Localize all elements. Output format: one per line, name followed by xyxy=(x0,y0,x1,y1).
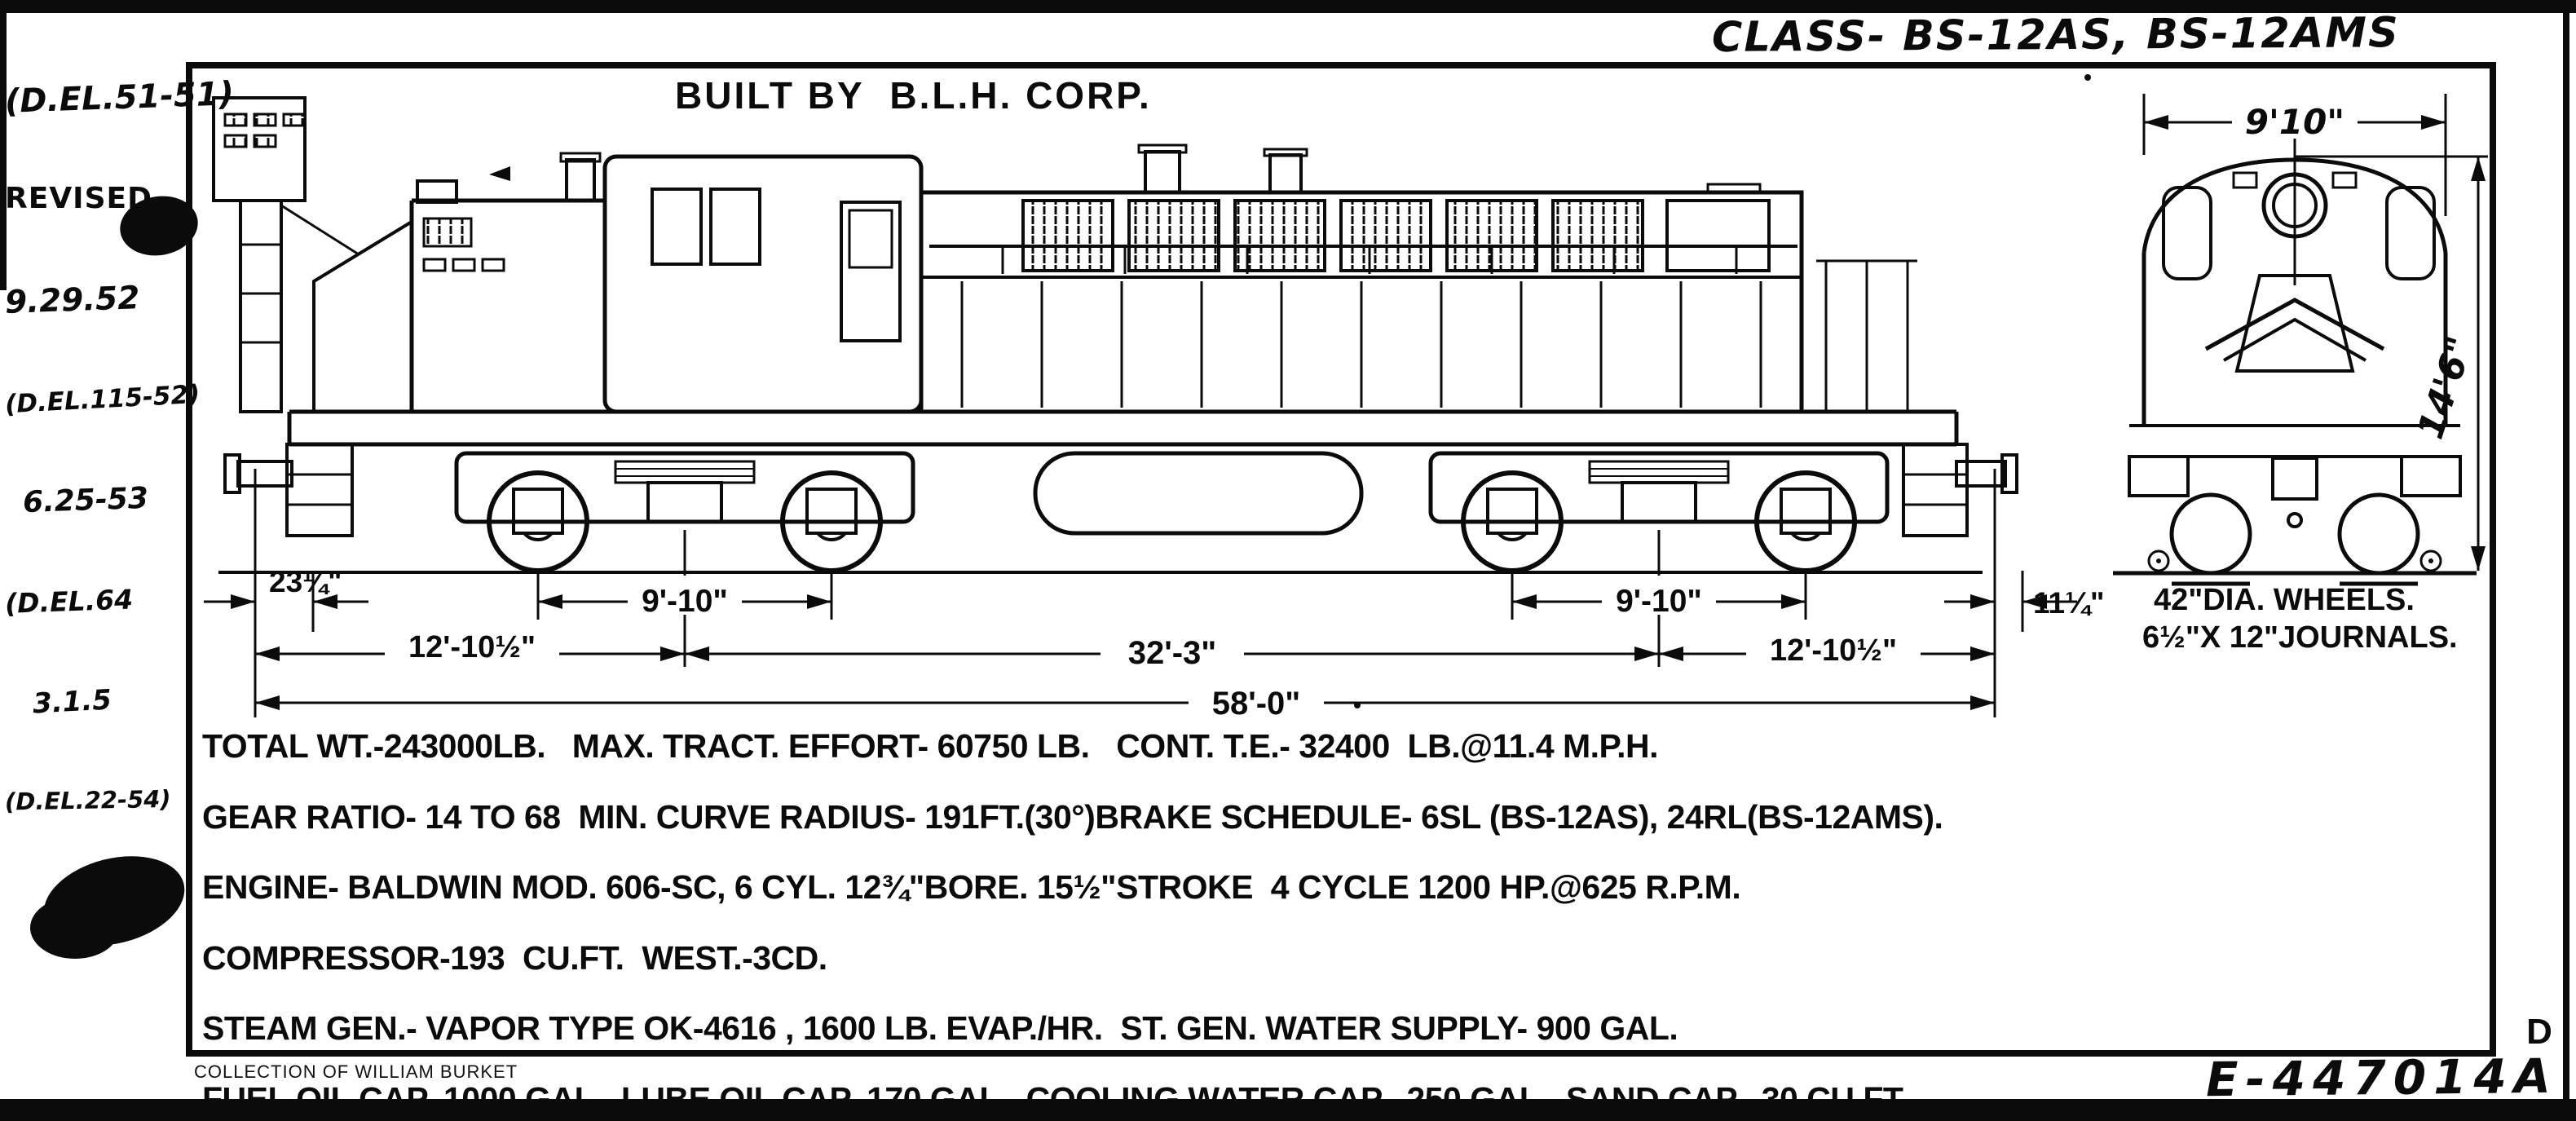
short-hood xyxy=(409,152,605,412)
pulling-face-extension-lines xyxy=(254,469,1996,717)
cab xyxy=(602,154,924,414)
right-edge-line xyxy=(2563,13,2569,1099)
step-box xyxy=(2128,455,2190,497)
rear-handrail xyxy=(1824,261,1909,412)
spec-line-gear-brake: GEAR RATIO- 14 TO 68 MIN. CURVE RADIUS- … xyxy=(202,797,1943,836)
journal-box xyxy=(805,488,858,535)
rear-coupler xyxy=(1955,460,2007,488)
class-label: CLASS- BS-12AS, BS-12AMS xyxy=(1711,9,2400,62)
spec-line-capacities: FUEL OIL CAP.-1000 GAL. LUBE OIL CAP.-17… xyxy=(202,1079,1908,1118)
dim-overall-length: 58'-0" xyxy=(1212,686,1301,722)
nose-door xyxy=(2234,274,2355,373)
fuel-tank xyxy=(1033,451,1364,536)
front-steps xyxy=(285,443,354,537)
revision-entry: 9.29.52 xyxy=(4,280,141,321)
dim-rear-overhang: 11¼" xyxy=(2033,586,2105,620)
top-border-bar xyxy=(0,0,2576,13)
ink-blot xyxy=(30,897,120,959)
windshield-window xyxy=(2385,186,2436,280)
front-truck xyxy=(454,451,915,573)
revised-label: REVISED xyxy=(5,182,152,215)
approval-initials: D C B xyxy=(2516,936,2563,1121)
specifications-block: TOTAL WT.-243000LB. MAX. TRACT. EFFORT- … xyxy=(202,696,1943,1121)
front-view-drawing xyxy=(2113,124,2477,586)
windshield-window xyxy=(2162,186,2212,280)
exhaust-stack xyxy=(1144,150,1181,194)
cab-window xyxy=(651,188,703,266)
hood-door-seams xyxy=(960,281,1762,408)
dim-front-to-truck-center: 12'-10½" xyxy=(408,630,536,664)
journal-end xyxy=(2419,549,2442,572)
revision-entry: (D.EL.115-52) xyxy=(4,379,201,420)
dim-truck-centers: 32'-3" xyxy=(1128,635,1217,671)
cab-door xyxy=(840,201,902,342)
side-view-dimensions: 23¼" 9'-10" 9'-10" 11¼" 12'-10½" 32'-3" … xyxy=(204,469,2105,722)
headlight-icon xyxy=(416,179,458,204)
wheel xyxy=(2169,492,2252,576)
vent-stack xyxy=(565,158,596,202)
underframe xyxy=(287,409,1959,447)
rear-truck xyxy=(1428,451,1890,573)
dim-truck-center-to-rear: 12'-10½" xyxy=(1770,633,1897,668)
revision-block: (D.EL.51-51) REVISED 9.29.52 (D.EL.115-5… xyxy=(4,15,235,884)
spec-line-steam-generator: STEAM GEN.- VAPOR TYPE OK-4616 , 1600 LB… xyxy=(202,1009,1678,1047)
ink-blots xyxy=(30,74,2091,959)
step-box xyxy=(2400,455,2462,497)
bottom-border-bar xyxy=(0,1099,2576,1121)
wheel xyxy=(2337,492,2420,576)
drawing-number: E-447014A xyxy=(2205,1048,2559,1108)
journal-box xyxy=(1486,488,1538,535)
inner-frame xyxy=(186,62,2496,1057)
axle-extension-lines xyxy=(536,571,1807,620)
front-steps-coupler xyxy=(223,443,354,537)
journal-box xyxy=(512,488,564,535)
exhaust-stack xyxy=(1268,153,1303,194)
number-board xyxy=(2331,171,2358,189)
builder-title: BUILT BY B.L.H. CORP. xyxy=(675,74,1152,117)
journal-end xyxy=(2147,549,2170,572)
dim-truck2-wheelbase: 9'-10" xyxy=(1616,584,1702,619)
wheels-note: 42"DIA. WHEELS. xyxy=(2154,583,2415,617)
revision-entry: 3.1.5 xyxy=(32,683,112,721)
spec-line-compressor: COMPRESSOR-193 CU.FT. WEST.-3CD. xyxy=(202,938,827,977)
spec-line-engine: ENGINE- BALDWIN MOD. 606-SC, 6 CYL. 12¾"… xyxy=(202,868,1741,906)
spec-line-weight: TOTAL WT.-243000LB. MAX. TRACT. EFFORT- … xyxy=(202,727,1659,765)
journals-note: 6½"X 12"JOURNALS. xyxy=(2142,620,2458,655)
rear-end-structure xyxy=(1816,259,2018,537)
dim-front-width: 9'10" xyxy=(2245,102,2344,142)
collection-stamp: COLLECTION OF WILLIAM BURKET xyxy=(194,1061,518,1082)
ink-blot xyxy=(120,196,198,256)
cab-window xyxy=(709,188,761,266)
front-end-structure xyxy=(212,96,413,413)
horn-icon xyxy=(489,166,510,181)
side-elevation-drawing xyxy=(212,96,2018,574)
number-board xyxy=(2232,171,2258,189)
dim-truck1-wheelbase: 9'-10" xyxy=(642,584,728,619)
revision-entry: 6.25-53 xyxy=(22,481,149,520)
long-hood xyxy=(919,143,1804,414)
nose-chevron xyxy=(2204,298,2385,351)
rear-steps xyxy=(1902,443,1969,537)
dim-front-height: 14'6" xyxy=(2410,332,2481,444)
drawing-reference: (D.EL.51-51) xyxy=(4,75,235,121)
front-coupler xyxy=(236,460,293,488)
initial-letter: D xyxy=(2526,1012,2552,1052)
headlight-icon xyxy=(2261,172,2328,239)
coupler xyxy=(2271,457,2318,501)
left-edge-strip xyxy=(0,13,7,290)
journal-box xyxy=(1780,488,1832,535)
revision-entry: (D.EL.64 xyxy=(4,583,134,620)
revision-entry: (D.EL.22-54) xyxy=(4,784,171,816)
dim-front-overhang: 23¼" xyxy=(269,565,342,598)
